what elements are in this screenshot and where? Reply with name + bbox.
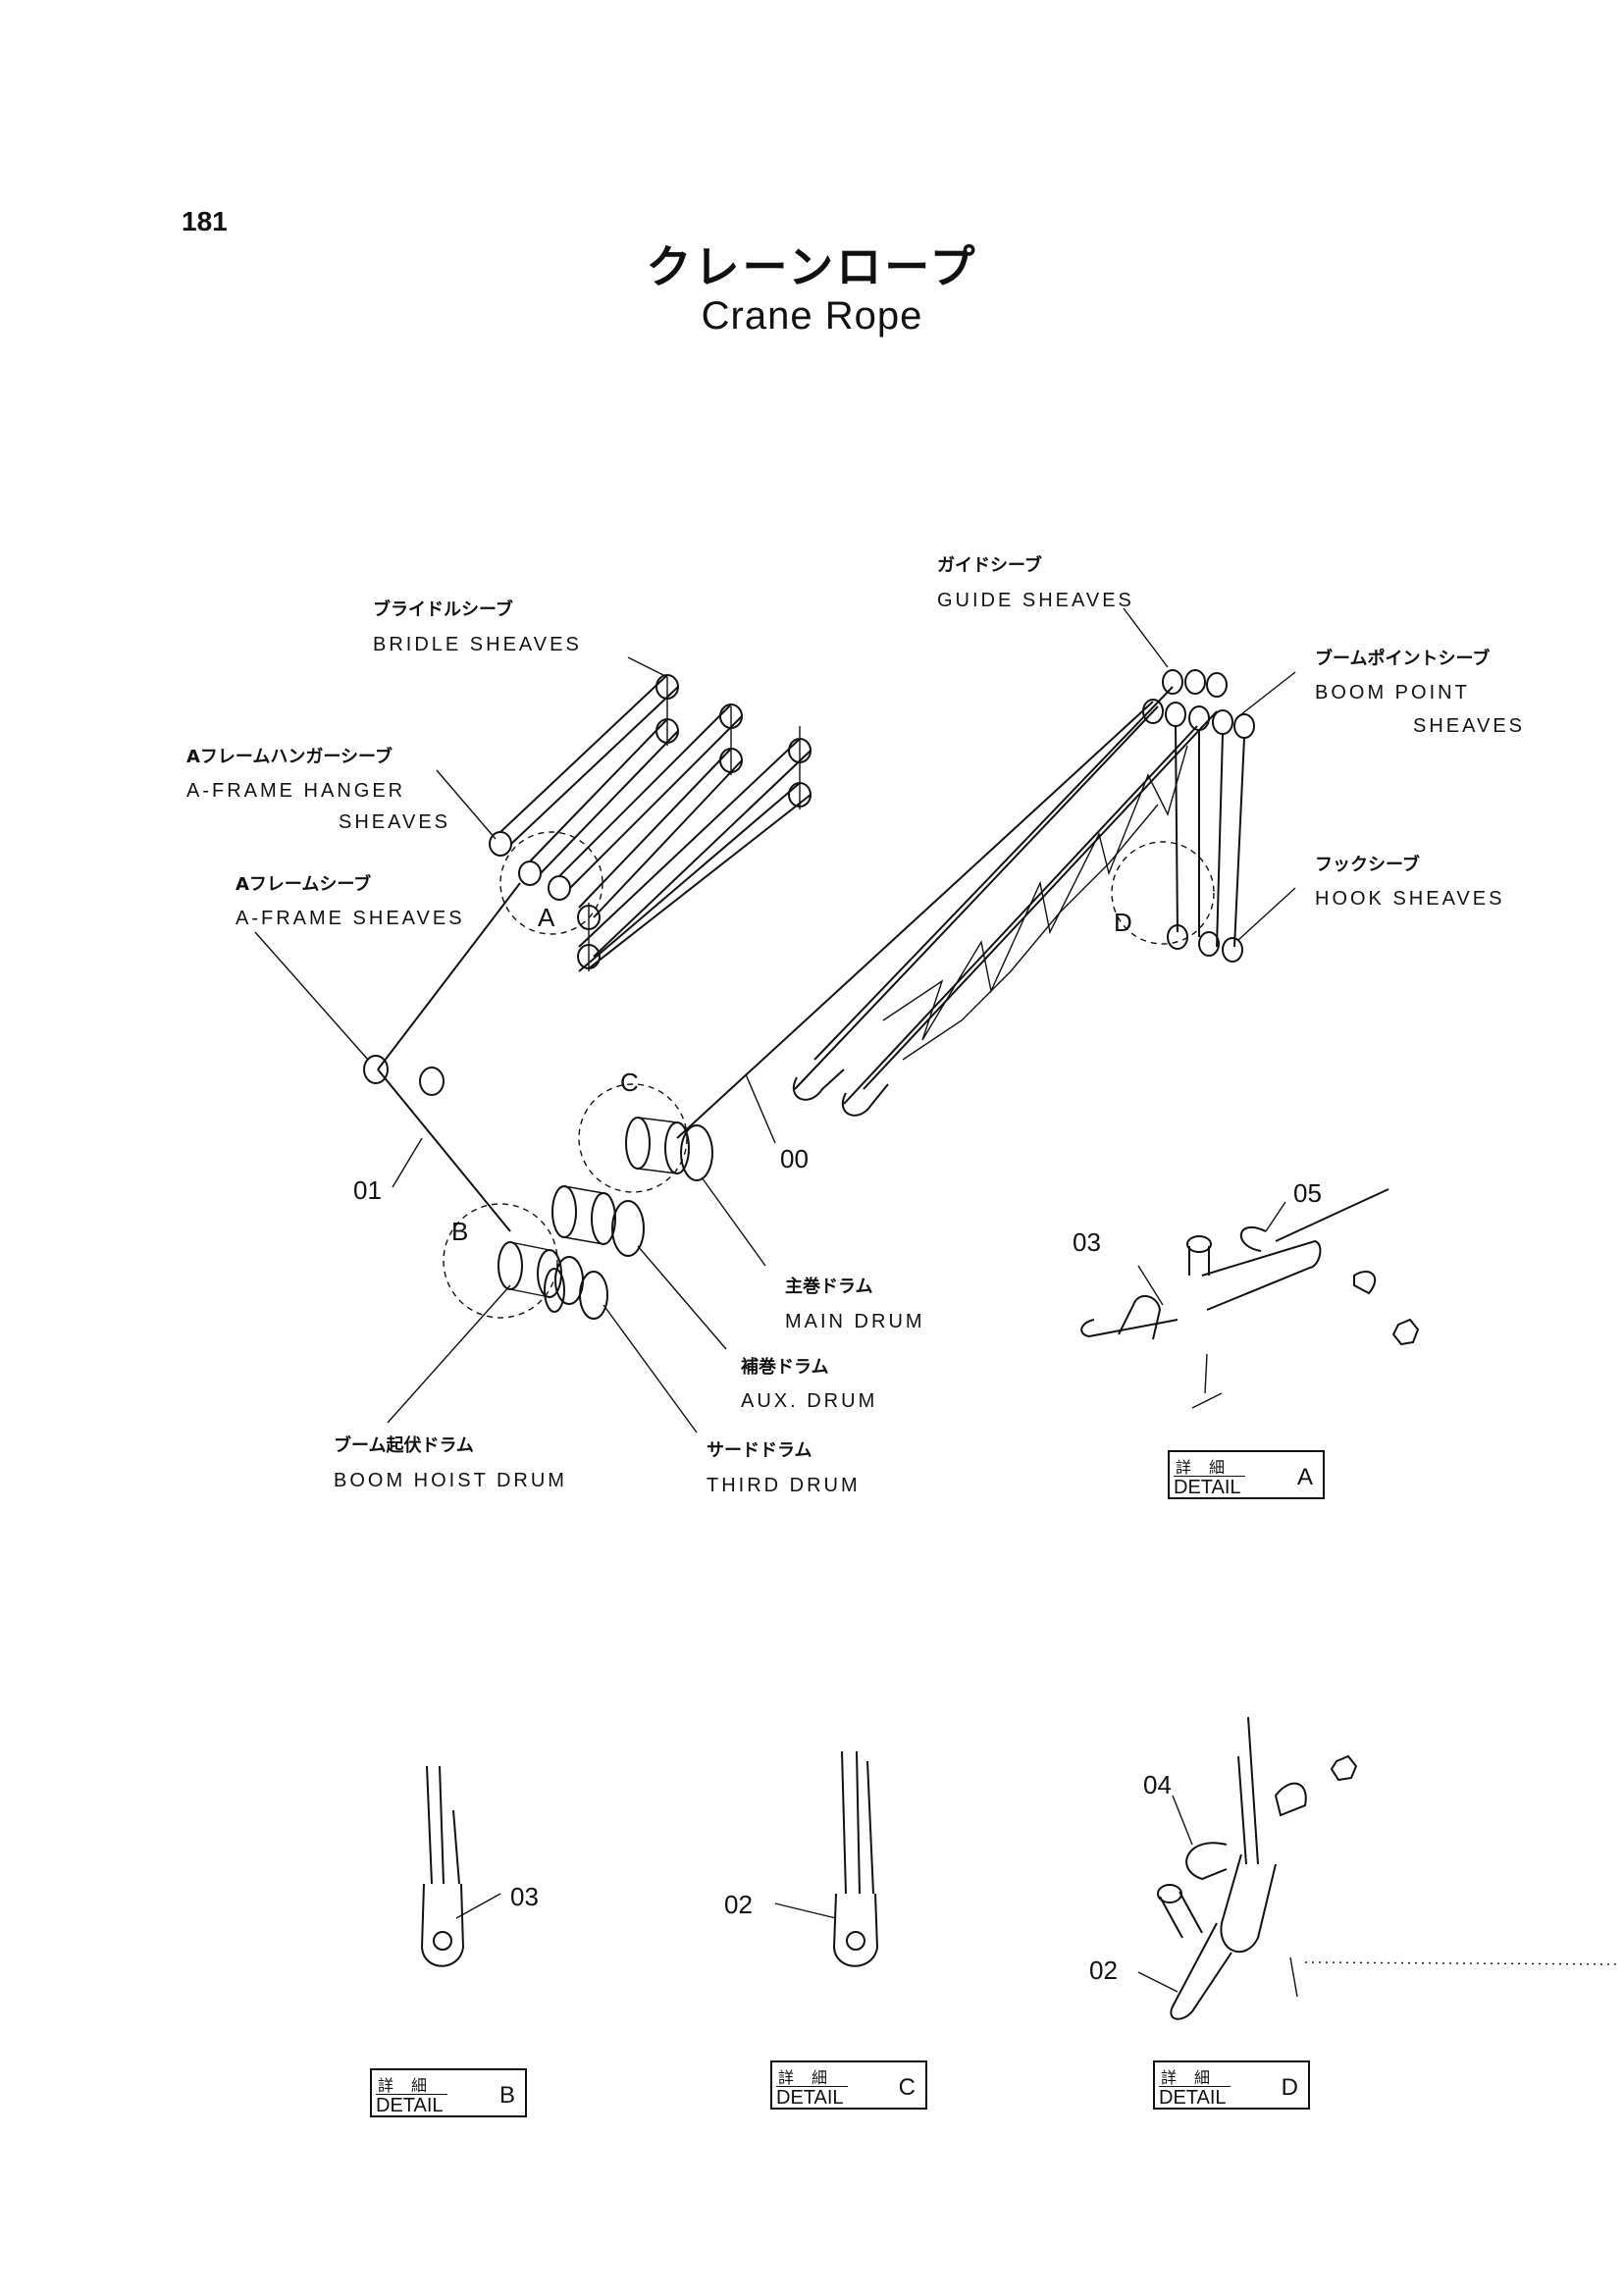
- label-aux-drum-jp: 補巻ドラム: [741, 1357, 829, 1378]
- detail-a-drawing: [1080, 1188, 1420, 1409]
- bridle-sheave-assembly: [489, 674, 812, 972]
- detail-b-drawing: [420, 1765, 501, 1967]
- callout-05: 05: [1293, 1178, 1322, 1208]
- label-bridle-sheaves: BRIDLE SHEAVES: [373, 634, 582, 655]
- label-boom-point-sheaves-jp: ブームポイントシーブ: [1315, 649, 1491, 669]
- detail-marker-b: B: [451, 1217, 469, 1246]
- detail-box-c-jp: 詳細: [778, 2068, 846, 2087]
- label-boom-hoist-drum: BOOM HOIST DRUM: [334, 1470, 567, 1491]
- detail-marker-a: A: [538, 903, 555, 932]
- callout-01: 01: [353, 1175, 382, 1205]
- label-boom-hoist-drum-jp: ブーム起伏ドラム: [334, 1435, 474, 1456]
- page-title-en: Crane Rope: [701, 294, 923, 338]
- callout-03-detail-a: 03: [1073, 1227, 1101, 1257]
- label-hook-sheaves: HOOK SHEAVES: [1315, 888, 1505, 910]
- detail-box-c-letter: C: [898, 2074, 916, 2101]
- label-boom-point-sheaves-2: SHEAVES: [1413, 715, 1525, 737]
- detail-box-a: 詳細 DETAIL A: [1168, 1450, 1325, 1499]
- detail-box-c: 詳細 DETAIL C: [770, 2060, 927, 2110]
- label-hook-sheaves-jp: フックシーブ: [1315, 855, 1420, 875]
- detail-box-b: 詳細 DETAIL B: [370, 2068, 527, 2117]
- detail-marker-d: D: [1114, 908, 1132, 937]
- drums: [443, 1083, 713, 1320]
- label-aux-drum: AUX. DRUM: [741, 1390, 878, 1412]
- detail-c-drawing: [774, 1750, 879, 1967]
- label-main-drum-jp: 主巻ドラム: [785, 1277, 873, 1297]
- boom-lattice: [792, 669, 1255, 1117]
- callout-02-detail-c: 02: [724, 1890, 753, 1919]
- label-bridle-sheaves-jp: ブライドルシーブ: [373, 600, 513, 620]
- label-guide-sheaves-jp: ガイドシーブ: [937, 555, 1042, 576]
- label-aframe-hanger-sheaves-2: SHEAVES: [339, 811, 450, 833]
- label-boom-point-sheaves-1: BOOM POINT: [1315, 682, 1470, 704]
- leader-lines: [254, 607, 1296, 1434]
- detail-box-b-jp: 詳細: [378, 2076, 445, 2095]
- label-third-drum: THIRD DRUM: [707, 1475, 861, 1496]
- label-aframe-sheaves-jp: Aフレームシーブ: [236, 874, 372, 895]
- detail-box-a-jp: 詳細: [1176, 1458, 1243, 1477]
- page-title-jp: クレーンロープ: [646, 240, 978, 293]
- callout-03-detail-b: 03: [510, 1882, 539, 1911]
- label-main-drum: MAIN DRUM: [785, 1311, 925, 1332]
- ropes: [363, 701, 1154, 1232]
- detail-d-drawing: [1137, 1716, 1620, 2020]
- callout-02-detail-d: 02: [1089, 1955, 1118, 1985]
- label-guide-sheaves: GUIDE SHEAVES: [937, 590, 1134, 611]
- label-third-drum-jp: サードドラム: [707, 1440, 812, 1461]
- detail-box-a-en: DETAIL: [1174, 1476, 1245, 1499]
- label-aframe-hanger-sheaves-jp: Aフレームハンガーシーブ: [186, 747, 393, 767]
- callout-00: 00: [780, 1144, 809, 1173]
- detail-box-b-en: DETAIL: [376, 2094, 447, 2117]
- detail-box-b-letter: B: [498, 2082, 515, 2109]
- detail-box-a-letter: A: [1296, 1464, 1313, 1490]
- label-aframe-sheaves: A-FRAME SHEAVES: [236, 908, 465, 929]
- label-aframe-hanger-sheaves-1: A-FRAME HANGER: [186, 780, 406, 802]
- detail-box-d-en: DETAIL: [1159, 2086, 1231, 2110]
- detail-marker-c: C: [620, 1068, 639, 1097]
- detail-box-c-en: DETAIL: [776, 2086, 848, 2110]
- detail-box-d-letter: D: [1281, 2074, 1298, 2101]
- detail-box-d-jp: 詳細: [1161, 2068, 1229, 2087]
- detail-box-d: 詳細 DETAIL D: [1153, 2060, 1310, 2110]
- callout-04: 04: [1143, 1770, 1172, 1799]
- page-number: 181: [182, 206, 228, 236]
